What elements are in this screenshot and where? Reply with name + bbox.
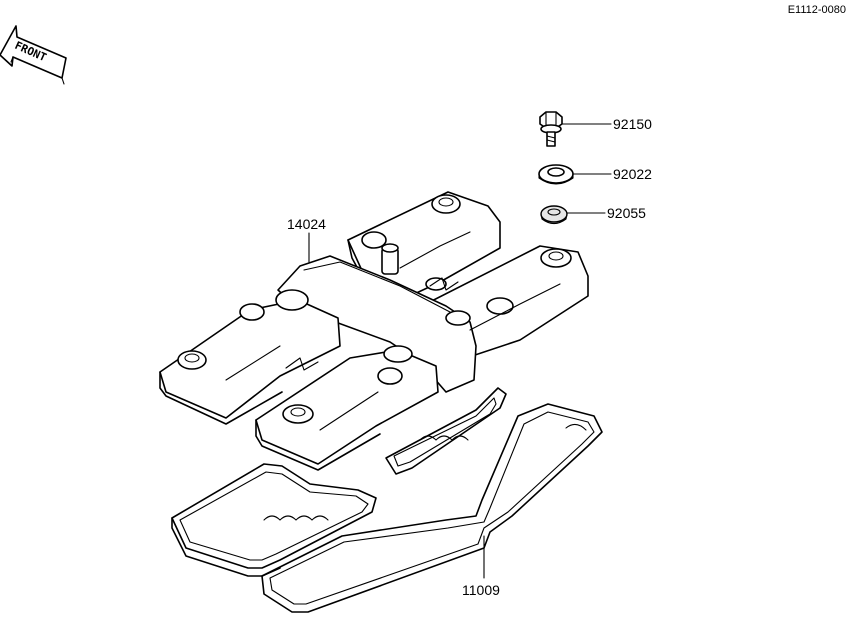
callout-11009: 11009 — [462, 582, 500, 598]
washer-icon — [538, 164, 574, 185]
cylinder-head-cover — [159, 191, 589, 471]
drawing-code: E1112-0080 — [788, 4, 846, 16]
bolt-icon — [539, 111, 563, 147]
callout-92055: 92055 — [607, 205, 646, 221]
callout-92022: 92022 — [613, 166, 652, 182]
callout-92150: 92150 — [613, 116, 652, 132]
front-arrow-icon: FRONT — [0, 25, 67, 85]
callout-14024: 14024 — [287, 216, 326, 232]
leader-lines — [308, 123, 612, 579]
grommet-icon — [540, 205, 568, 225]
cover-gasket — [171, 387, 603, 613]
